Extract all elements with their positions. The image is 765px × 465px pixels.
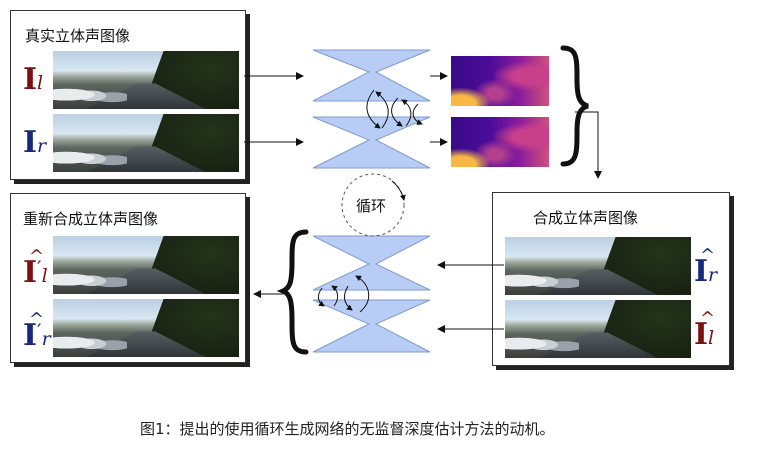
resynth-right-image	[53, 299, 239, 357]
bottom-feature-sharing-arrows	[317, 275, 370, 313]
resynthesized-stereo-panel: 重新合成立体声图像 ^I′l ^I′r	[10, 193, 246, 363]
cycle-arrow	[391, 180, 406, 201]
resynth-left-symbol: ^I′l	[23, 246, 48, 290]
synthesized-stereo-panel: 合成立体声图像 ^Ir ^Il	[492, 192, 730, 366]
real-stereo-panel: 真实立体声图像 Il Ir	[10, 10, 246, 180]
left-image-symbol: Il	[23, 62, 44, 97]
bottom-encoder-decoder-1	[312, 235, 431, 291]
right-image-symbol: Ir	[23, 125, 47, 160]
top-encoder-decoder-1	[312, 49, 431, 102]
right-real-image	[53, 114, 239, 172]
top-feature-sharing-arrows	[366, 89, 423, 129]
cycle-label: 循环	[356, 197, 387, 215]
left-real-image	[53, 51, 239, 109]
synth-right-symbol: ^Ir	[694, 245, 718, 289]
top-right-brace	[560, 45, 589, 167]
top-encoder-decoder-2	[312, 116, 431, 169]
figure-caption: 图1：提出的使用循环生成网络的无监督深度估计方法的动机。	[140, 420, 555, 438]
synth-left-image	[505, 300, 691, 358]
resynth-left-image	[53, 236, 239, 294]
cycle-circle	[341, 173, 405, 237]
right-disparity-map	[451, 117, 549, 167]
resynthesized-stereo-title: 重新合成立体声图像	[23, 210, 159, 228]
left-disparity-map	[451, 56, 549, 106]
bottom-encoder-decoder-2	[312, 299, 431, 353]
real-stereo-title: 真实立体声图像	[25, 27, 131, 45]
bottom-left-brace	[276, 229, 309, 355]
synth-right-image	[505, 237, 691, 295]
synth-left-symbol: ^Il	[694, 308, 716, 352]
synthesized-stereo-title: 合成立体声图像	[533, 209, 639, 227]
resynth-right-symbol: ^I′r	[23, 309, 51, 353]
